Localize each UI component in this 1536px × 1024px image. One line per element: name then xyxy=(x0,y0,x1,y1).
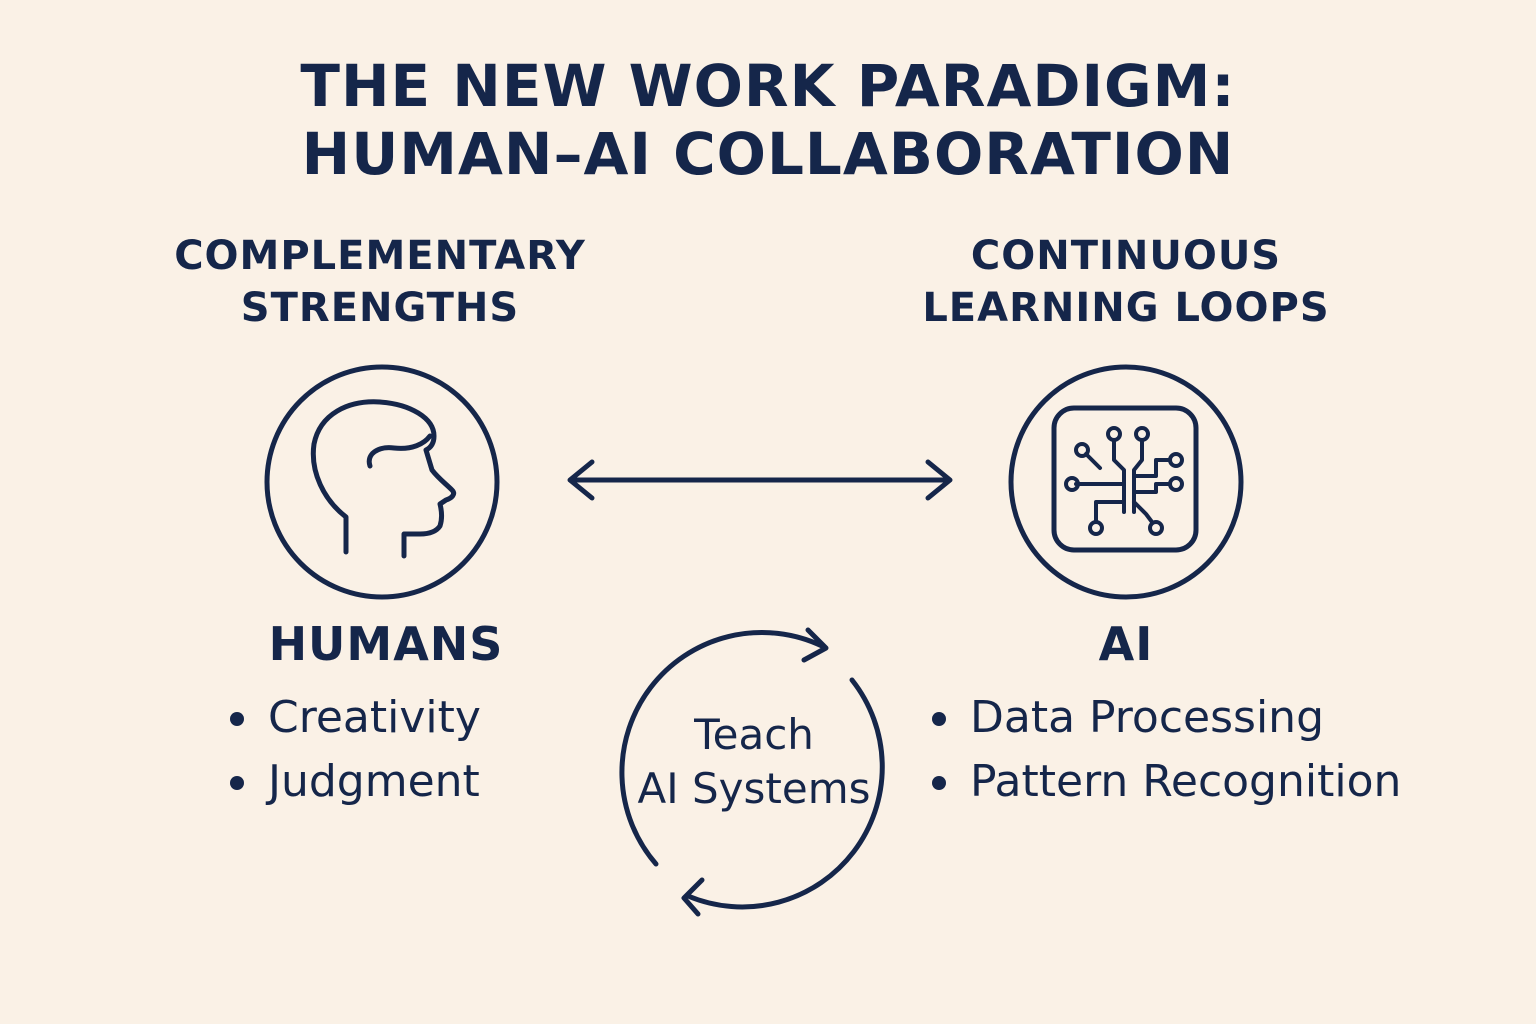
page-title: THE NEW WORK PARADIGM: HUMAN–AI COLLABOR… xyxy=(0,52,1536,188)
list-item: Pattern Recognition xyxy=(930,750,1401,814)
complementary-strengths-heading: COMPLEMENTARY STRENGTHS xyxy=(130,230,630,334)
humans-label: HUMANS xyxy=(268,617,504,671)
right-heading-line-2: LEARNING LOOPS xyxy=(922,285,1330,331)
page-title-line-1: THE NEW WORK PARADIGM: xyxy=(300,52,1236,120)
left-heading-line-2: STRENGTHS xyxy=(240,285,520,331)
page-title-line-2: HUMAN–AI COLLABORATION xyxy=(301,120,1235,188)
cycle-arrows-icon xyxy=(604,618,904,928)
list-item: Creativity xyxy=(228,686,481,750)
cycle-label-line-1: Teach xyxy=(694,710,814,759)
list-item: Judgment xyxy=(228,750,481,814)
bullet-icon xyxy=(230,776,244,790)
bullet-icon xyxy=(932,776,946,790)
ai-item-data-processing: Data Processing xyxy=(970,692,1324,743)
continuous-learning-loops-heading: CONTINUOUS LEARNING LOOPS xyxy=(876,230,1376,334)
humans-item-creativity: Creativity xyxy=(268,692,481,743)
left-heading-line-1: COMPLEMENTARY xyxy=(174,233,586,279)
humans-strengths-list: Creativity Judgment xyxy=(228,686,481,814)
ai-strengths-list: Data Processing Pattern Recognition xyxy=(930,686,1401,814)
circuit-chip-icon xyxy=(1006,362,1246,602)
bullet-icon xyxy=(932,712,946,726)
humans-item-judgment: Judgment xyxy=(268,756,480,807)
ai-label: AI xyxy=(1098,617,1154,671)
human-head-icon xyxy=(262,362,502,602)
ai-item-pattern-recognition: Pattern Recognition xyxy=(970,756,1402,807)
right-heading-line-1: CONTINUOUS xyxy=(970,233,1282,279)
bullet-icon xyxy=(230,712,244,726)
cycle-label: Teach AI Systems xyxy=(604,708,904,816)
cycle-label-line-2: AI Systems xyxy=(637,764,871,813)
list-item: Data Processing xyxy=(930,686,1401,750)
double-arrow-icon xyxy=(560,450,960,510)
